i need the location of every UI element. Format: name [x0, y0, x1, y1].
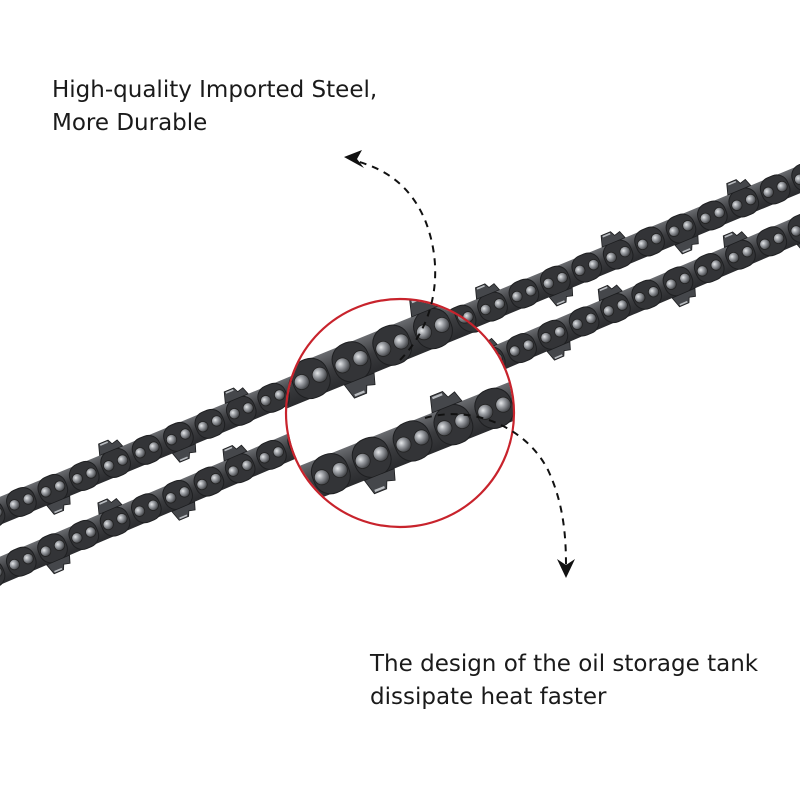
- arrow-top: [344, 150, 437, 361]
- steel-caption-line1: High-quality Imported Steel,: [52, 77, 378, 103]
- steel-caption-line2: More Durable: [52, 110, 208, 136]
- arrow-bottom: [424, 413, 575, 578]
- magnifier-circle: [284, 297, 516, 529]
- steel-caption: High-quality Imported Steel, More Durabl…: [52, 74, 377, 140]
- tank-caption-line1: The design of the oil storage tank: [370, 651, 759, 677]
- tank-caption: The design of the oil storage tank dissi…: [370, 648, 758, 714]
- tank-caption-line2: dissipate heat faster: [370, 684, 607, 710]
- magnified-chain-detail: [287, 300, 513, 526]
